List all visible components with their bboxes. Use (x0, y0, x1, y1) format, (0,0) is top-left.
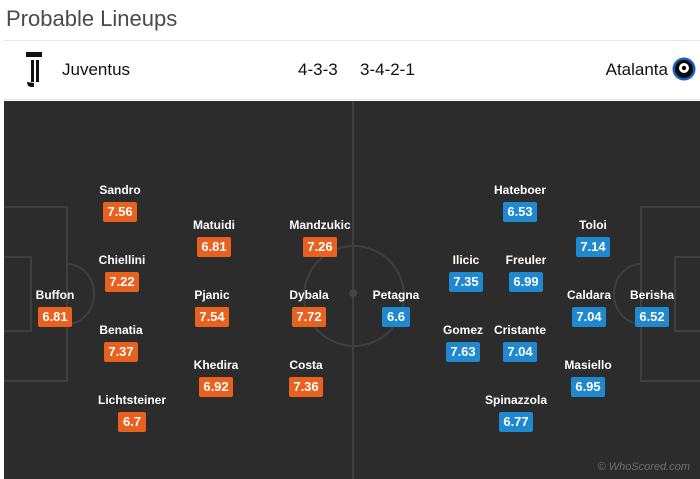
match-header: Juventus 4-3-3 3-4-2-1 Atalanta (4, 40, 700, 100)
player-rating: 6.95 (571, 377, 605, 397)
home-team-name: Juventus (62, 60, 131, 79)
player-name: Toloi (579, 218, 607, 232)
pitch: Buffon 6.81 Sandro 7.56 Chiellini 7.22 B… (4, 101, 700, 479)
home-goal-box (4, 256, 32, 332)
player-name: Khedira (193, 358, 239, 372)
juventus-logo-icon (22, 52, 46, 93)
player-matuidi[interactable]: Matuidi 6.81 (169, 218, 259, 257)
player-rating: 6.92 (199, 377, 233, 397)
player-costa[interactable]: Costa 7.36 (261, 358, 351, 397)
player-sandro[interactable]: Sandro 7.56 (75, 183, 165, 222)
player-name: Spinazzola (484, 393, 547, 407)
player-name: Caldara (566, 288, 612, 302)
player-name: Cristante (493, 323, 546, 337)
player-pjanic[interactable]: Pjanic 7.54 (167, 288, 257, 327)
player-ilicic[interactable]: Ilicic 7.35 (421, 253, 511, 292)
player-cristante[interactable]: Cristante 7.04 (475, 323, 565, 362)
player-name: Chiellini (98, 253, 146, 267)
player-berisha[interactable]: Berisha 6.52 (607, 288, 697, 327)
player-toloi[interactable]: Toloi 7.14 (548, 218, 638, 257)
player-rating: 6.99 (509, 272, 543, 292)
player-name: Lichtsteiner (97, 393, 166, 407)
player-masiello[interactable]: Masiello 6.95 (543, 358, 633, 397)
player-gomez[interactable]: Gomez 7.63 (418, 323, 508, 362)
player-name: Hateboer (493, 183, 546, 197)
player-benatia[interactable]: Benatia 7.37 (76, 323, 166, 362)
player-petagna[interactable]: Petagna 6.6 (351, 288, 441, 327)
player-rating: 6.81 (197, 237, 231, 257)
player-name: Berisha (629, 288, 675, 302)
player-rating: 6.7 (118, 412, 146, 432)
player-rating: 7.14 (576, 237, 610, 257)
player-rating: 7.22 (105, 272, 139, 292)
page-title: Probable Lineups (6, 6, 178, 31)
player-caldara[interactable]: Caldara 7.04 (544, 288, 634, 327)
player-name: Gomez (442, 323, 483, 337)
player-rating: 6.52 (635, 307, 669, 327)
player-name: Buffon (35, 288, 75, 302)
watermark: © WhoScored.com (597, 461, 690, 473)
player-name: Benatia (99, 323, 143, 337)
player-name: Pjanic (194, 288, 230, 302)
player-rating: 7.63 (446, 342, 480, 362)
player-rating: 7.72 (292, 307, 326, 327)
atalanta-logo-icon (672, 56, 696, 87)
center-spot (349, 289, 357, 297)
player-name: Petagna (372, 288, 420, 302)
player-name: Costa (289, 358, 323, 372)
player-chiellini[interactable]: Chiellini 7.22 (77, 253, 167, 292)
player-name: Mandzukic (289, 218, 351, 232)
player-rating: 6.53 (503, 202, 537, 222)
away-goal-box (674, 256, 700, 332)
player-mandzukic[interactable]: Mandzukic 7.26 (275, 218, 365, 257)
center-circle (303, 245, 405, 347)
player-name: Masiello (564, 358, 612, 372)
player-rating: 7.26 (303, 237, 337, 257)
player-rating: 7.37 (104, 342, 138, 362)
player-buffon[interactable]: Buffon 6.81 (10, 288, 100, 327)
player-khedira[interactable]: Khedira 6.92 (171, 358, 261, 397)
away-formation: 3-4-2-1 (360, 60, 415, 79)
player-rating: 7.36 (289, 377, 323, 397)
player-name: Sandro (99, 183, 141, 197)
player-freuler[interactable]: Freuler 6.99 (481, 253, 571, 292)
home-formation: 4-3-3 (298, 60, 338, 79)
player-dybala[interactable]: Dybala 7.72 (264, 288, 354, 327)
player-rating: 6.77 (499, 412, 533, 432)
player-lichtsteiner[interactable]: Lichtsteiner 6.7 (87, 393, 177, 432)
player-rating: 6.81 (38, 307, 72, 327)
player-rating: 6.6 (382, 307, 410, 327)
away-team-name: Atalanta (605, 60, 668, 79)
player-spinazzola[interactable]: Spinazzola 6.77 (471, 393, 561, 432)
player-name: Ilicic (452, 253, 480, 267)
player-name: Dybala (289, 288, 329, 302)
player-hateboer[interactable]: Hateboer 6.53 (475, 183, 565, 222)
player-name: Freuler (505, 253, 547, 267)
player-rating: 7.04 (503, 342, 537, 362)
player-name: Matuidi (193, 218, 235, 232)
player-rating: 7.35 (449, 272, 483, 292)
player-rating: 7.04 (572, 307, 606, 327)
away-penalty-box (640, 206, 700, 382)
player-rating: 7.56 (103, 202, 137, 222)
player-rating: 7.54 (195, 307, 229, 327)
